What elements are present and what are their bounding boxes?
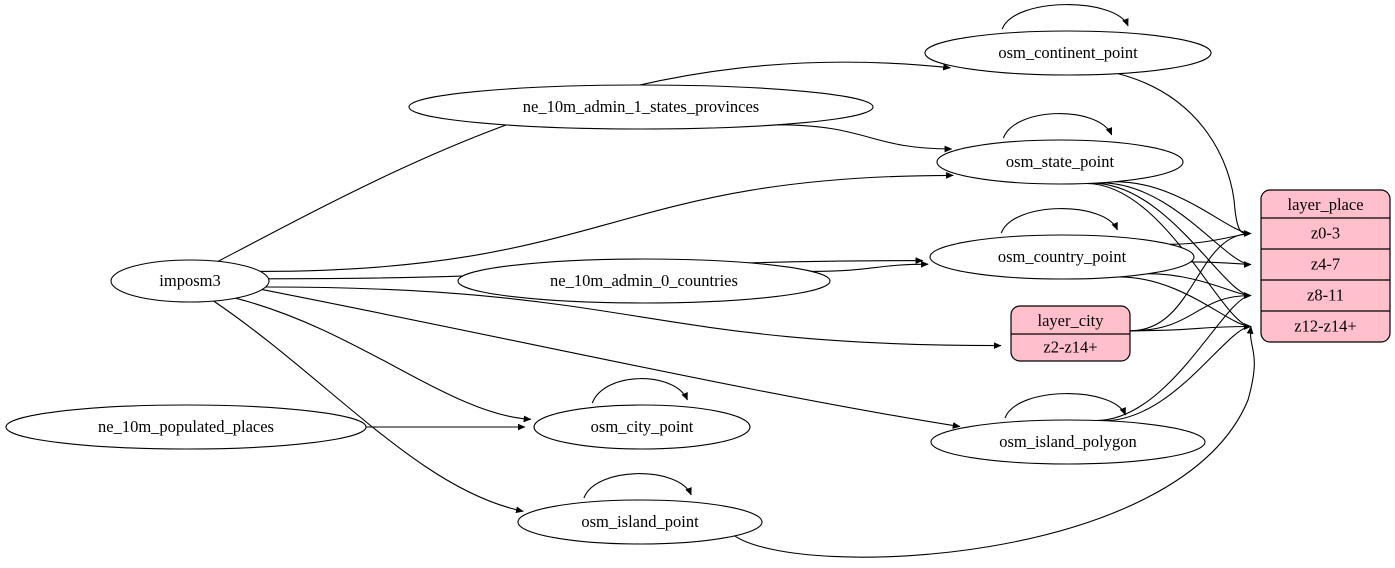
edge-osm_island_point-to-layer_place-z12 (734, 326, 1255, 558)
node-osm_city_point[interactable]: osm_city_point (533, 404, 751, 450)
node-shape-imposm3 (110, 259, 270, 303)
record-row-layer_place-z8[interactable]: z8-11 (1307, 285, 1344, 304)
edge-self-osm_continent_point (1001, 4, 1129, 30)
record-layer_city[interactable]: layer_city z2-z14+ (1010, 305, 1131, 362)
record-box-layer_place (1260, 189, 1391, 343)
edge-imposm3-to-osm_state_point (260, 172, 954, 272)
edge-self-osm_country_point (1000, 208, 1118, 234)
node-imposm3[interactable]: imposm3 (110, 259, 270, 303)
node-shape-ne_10m_admin_1_states_provinces (408, 84, 874, 130)
edge-osm_state_point-to-layer_place-z8 (1091, 182, 1252, 299)
node-shape-ne_10m_populated_places (5, 404, 367, 450)
record-header-layer_city: layer_city (1038, 311, 1105, 330)
node-osm_state_point[interactable]: osm_state_point (936, 139, 1184, 185)
node-osm_island_point[interactable]: osm_island_point (517, 499, 763, 545)
node-shape-ne_10m_admin_0_countries (457, 258, 831, 304)
record-row-layer_place-z12[interactable]: z12-z14+ (1294, 316, 1356, 335)
node-ne_10m_populated_places[interactable]: ne_10m_populated_places (5, 404, 367, 450)
edge-osm_island_polygon-to-layer_place-z12 (1103, 323, 1252, 422)
node-label-osm_island_polygon: osm_island_polygon (999, 432, 1137, 451)
edge-self-osm_island_polygon (1004, 393, 1127, 419)
edge-osm_island_polygon-to-layer_place-z8 (1096, 292, 1252, 422)
node-label-ne_10m_admin_1_states_provinces: ne_10m_admin_1_states_provinces (523, 97, 759, 116)
nodes-layer: imposm3 ne_10m_admin_1_states_provincesne… (5, 30, 1212, 545)
edge-osm_state_point-to-layer_place-z0 (1115, 181, 1252, 237)
node-label-osm_country_point: osm_country_point (998, 247, 1127, 266)
edge-osm_country_point-to-layer_place-z4 (1190, 261, 1252, 268)
edge-osm_country_point-to-layer_place-z12 (1118, 276, 1252, 330)
node-ne_10m_admin_0_countries[interactable]: ne_10m_admin_0_countries (457, 258, 831, 304)
edge-ne_10m_admin_0_countries-to-osm_country_point (811, 260, 929, 272)
edge-self-osm_city_point (591, 378, 688, 404)
node-shape-osm_continent_point (924, 30, 1212, 76)
edge-layer_city-to-layer_place-z12 (1129, 323, 1252, 332)
edge-imposm3-to-osm_city_point (235, 297, 532, 423)
record-row-layer_place-z0[interactable]: z0-3 (1311, 223, 1340, 242)
edge-imposm3-to-layer_city (265, 286, 1002, 349)
node-ne_10m_admin_1_states_provinces[interactable]: ne_10m_admin_1_states_provinces (408, 84, 874, 130)
edge-osm_state_point-to-layer_place-z4 (1100, 182, 1252, 268)
node-osm_island_polygon[interactable]: osm_island_polygon (930, 419, 1206, 465)
node-label-osm_state_point: osm_state_point (1006, 152, 1115, 171)
node-label-ne_10m_populated_places: ne_10m_populated_places (98, 417, 274, 436)
edge-layer_city-to-layer_place-z8 (1129, 292, 1252, 332)
node-shape-osm_state_point (936, 139, 1184, 185)
edge-self-osm_state_point (1002, 113, 1113, 139)
node-label-ne_10m_admin_0_countries: ne_10m_admin_0_countries (550, 271, 738, 290)
node-label-imposm3: imposm3 (159, 271, 220, 290)
node-shape-osm_island_point (517, 499, 763, 545)
node-shape-osm_city_point (533, 404, 751, 450)
record-row-layer_place-z4[interactable]: z4-7 (1311, 254, 1340, 273)
edge-self-osm_island_point (583, 473, 692, 499)
node-label-osm_island_point: osm_island_point (581, 512, 699, 531)
edge-imposm3-to-osm_island_polygon (261, 289, 961, 429)
edge-ne_10m_admin_1_states_provinces-to-osm_state_point (776, 124, 953, 153)
records-layer: layer_city z2-z14+ layer_place z0-3 z4-7 z8-1… (1010, 189, 1391, 362)
record-header-layer_place: layer_place (1287, 195, 1363, 214)
node-shape-osm_island_polygon (930, 419, 1206, 465)
edge-layer_city-to-layer_place-z0 (1129, 230, 1252, 332)
record-layer_place[interactable]: layer_place z0-3 z4-7 z8-11 z12-z14+ (1260, 189, 1391, 343)
node-osm_country_point[interactable]: osm_country_point (929, 234, 1195, 280)
record-row-layer_city-z2[interactable]: z2-z14+ (1043, 337, 1097, 356)
node-shape-osm_country_point (929, 234, 1195, 280)
node-label-osm_city_point: osm_city_point (591, 417, 694, 436)
node-label-osm_continent_point: osm_continent_point (998, 43, 1138, 62)
edge-imposm3-to-osm_island_point (213, 300, 524, 514)
node-osm_continent_point[interactable]: osm_continent_point (924, 30, 1212, 76)
edges-layer (213, 4, 1255, 558)
